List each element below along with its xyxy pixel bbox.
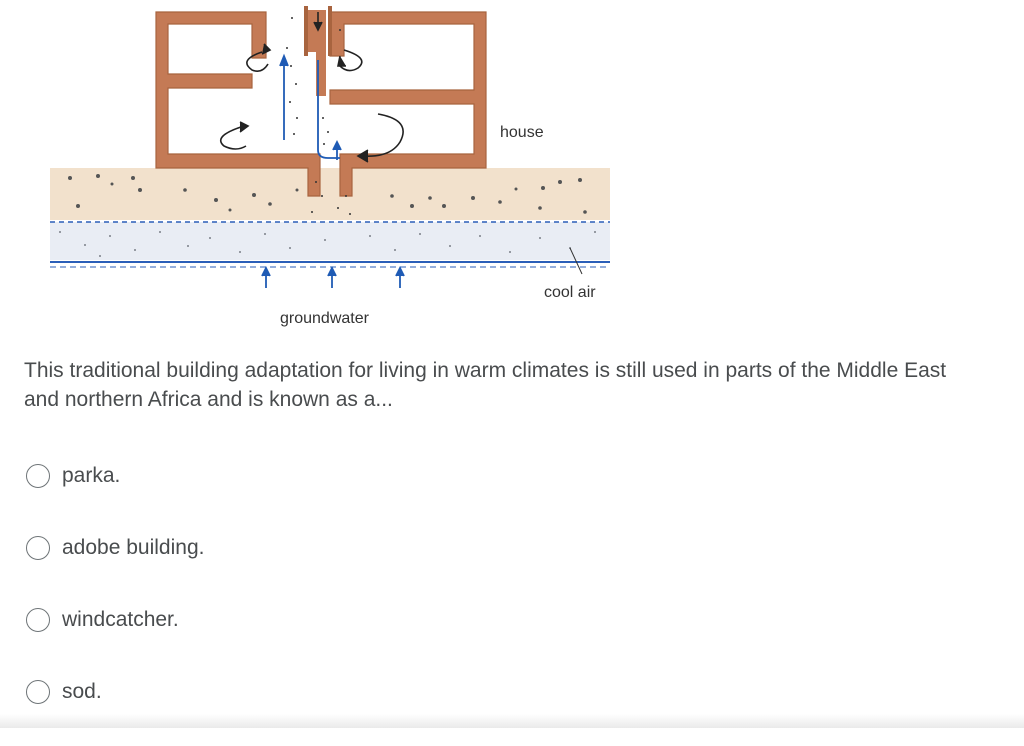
option-adobe-building[interactable]: adobe building. [26,530,426,566]
radio-button[interactable] [26,680,50,704]
option-label: adobe building. [62,536,205,559]
radio-button[interactable] [26,464,50,488]
option-label: sod. [62,680,102,703]
radio-button[interactable] [26,608,50,632]
windcatcher-diagram: house cool air groundwater [50,6,610,327]
air-particles [286,17,351,215]
aquifer-dots [59,231,596,257]
house-label: house [500,124,544,141]
soil-layer [50,168,610,220]
bottom-divider [0,714,1024,728]
house-structure [155,10,487,197]
circulation-arrows [219,12,404,163]
question-text: This traditional building adaptation for… [24,359,947,411]
option-parka[interactable]: parka. [26,458,426,494]
soil-pebbles [68,174,587,214]
aquifer-layer [50,222,610,260]
answer-options: parka. adobe building. windcatcher. sod. [26,458,426,746]
cool-air-label: cool air [544,284,596,301]
option-label: parka. [62,464,121,487]
airflow-arrows [261,53,405,288]
groundwater-label: groundwater [280,310,370,327]
option-windcatcher[interactable]: windcatcher. [26,602,426,638]
radio-button[interactable] [26,536,50,560]
option-sod[interactable]: sod. [26,674,426,710]
option-label: windcatcher. [62,608,179,631]
